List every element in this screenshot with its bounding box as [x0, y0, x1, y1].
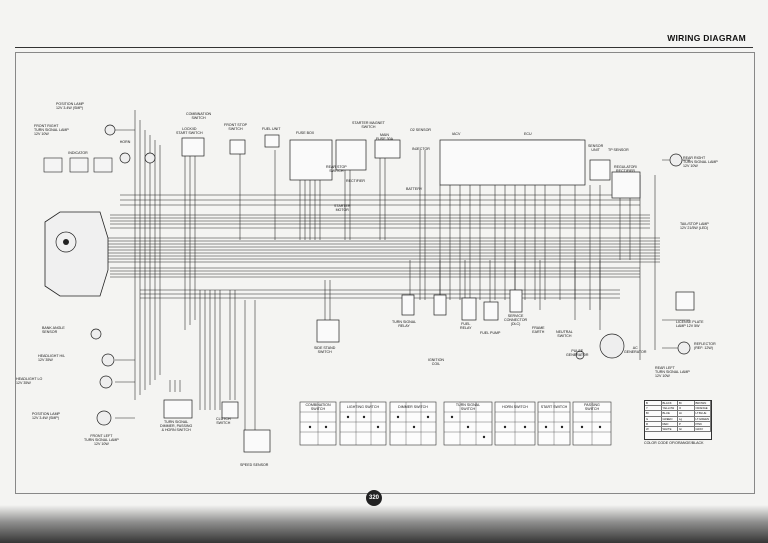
fuel-relay-label: FUEL RELAY	[460, 322, 472, 331]
reflector-label: REFLECTOR (REF: 12W)	[694, 342, 716, 351]
rear-left-turn-label: REAR LEFT TURN SIGNAL LAMP 12V 10W	[655, 366, 690, 379]
regulator-label: REGULATOR/ RECTIFIER	[614, 165, 638, 174]
service-connector-label: SERVICE CONNECTOR (DLC)	[504, 314, 528, 327]
diagram-frame	[15, 52, 755, 494]
ecu-label: ECU	[524, 132, 532, 136]
position-lamp-left-label: POSITION LAMP 12V 3.4W (SMP)	[32, 412, 60, 421]
injector-label: INJECTOR	[412, 147, 430, 151]
pulse-generator-label: PULSE GENERATOR	[566, 349, 589, 358]
front-right-turn-label: FRONT RIGHT TURN SIGNAL LAMP 12V 10W	[34, 124, 69, 137]
tp-sensor-label: TP SENSOR	[608, 148, 629, 152]
sensor-unit-label: SENSOR UNIT	[588, 144, 604, 153]
tail-stop-label: TAIL/STOP LAMP 12V 21/5W (LED)	[680, 222, 709, 231]
switch-table-title: HORN SWITCH	[502, 405, 528, 409]
switch-table-title: COMBINATION SWITCH	[305, 403, 331, 412]
bank-angle-label: BANK ANGLE SENSOR	[42, 326, 65, 335]
license-lamp-label: LICENSE PLATE LAMP 12V 5W	[676, 320, 704, 329]
meter-cluster	[44, 211, 109, 297]
rectifier-label: RECTIFIER	[346, 179, 365, 183]
starter-motor-label: STARTER MOTOR	[334, 204, 351, 213]
page-number: 320	[366, 490, 382, 506]
frame-earth-label: FRAME EARTH	[532, 326, 545, 335]
side-stand-switch-label: SIDE STAND SWITCH	[314, 346, 336, 355]
page-title: WIRING DIAGRAM	[667, 33, 746, 43]
battery-label: BATTERY	[406, 187, 423, 191]
lock-start-switch-label: LOCK/ID START SWITCH	[176, 127, 203, 136]
switch-table-title: TURN SIGNAL SWITCH	[455, 403, 481, 412]
ac-generator-label: AC GENERATOR	[624, 346, 647, 355]
ignition-coil-label: IGNITION COIL	[428, 358, 444, 367]
position-lamp-right-label: POSITION LAMP 12V 3.4W (SMP)	[56, 102, 84, 111]
starter-magnet-switch-label: STARTER MAGNET SWITCH	[352, 121, 385, 130]
front-left-turn-label: FRONT LEFT TURN SIGNAL LAMP 12V 10W	[84, 434, 119, 447]
fuel-pump-label: FUEL PUMP	[480, 331, 501, 335]
header-rule	[15, 47, 753, 48]
iacv-label: IACV	[452, 132, 461, 136]
indicators-label: INDICATOR	[68, 151, 88, 155]
turn-signal-relay-label: TURN SIGNAL RELAY	[392, 320, 417, 329]
rear-right-turn-label: REAR RIGHT TURN SIGNAL LAMP 12V 10W	[683, 156, 718, 169]
fuse-box-label: FUSE BOX	[296, 131, 315, 135]
headlight-label: HEADLIGHT H/L 12V 35W	[38, 354, 66, 363]
o2-sensor-label: O2 SENSOR	[410, 128, 431, 132]
switch-table-title: PASSING SWITCH	[584, 403, 600, 412]
main-fuse-label: MAIN FUSE 30A	[376, 133, 393, 142]
neutral-switch-label: NEUTRAL SWITCH	[556, 330, 573, 339]
turn-dimmer-switch-label: TURN SIGNAL DIMMER, PASSING & HORN SWITC…	[160, 420, 193, 433]
horn-label: HORN	[119, 140, 131, 144]
combination-switch-label: COMBINATION SWITCH	[186, 112, 212, 121]
rear-stop-switch-label: REAR STOP SWITCH	[326, 165, 347, 174]
switch-table-title: START SWITCH	[540, 405, 568, 409]
fuel-unit-label: FUEL UNIT	[262, 127, 281, 131]
headlight-lo-label: HEADLIGHT LO 12V 35W	[16, 377, 43, 386]
speed-sensor-label: SPEED SENSOR	[240, 463, 269, 467]
front-stop-switch-label: FRONT STOP SWITCH	[224, 123, 248, 132]
scan-shadow	[0, 505, 768, 543]
clutch-switch-label: CLUTCH SWITCH	[216, 417, 231, 426]
switch-table-title: DIMMER SWITCH	[398, 405, 428, 409]
switch-table-title: LIGHTING SWITCH	[346, 405, 380, 409]
color-code-title: COLOR CODE OF/ORANGE/BLACK	[644, 441, 704, 445]
